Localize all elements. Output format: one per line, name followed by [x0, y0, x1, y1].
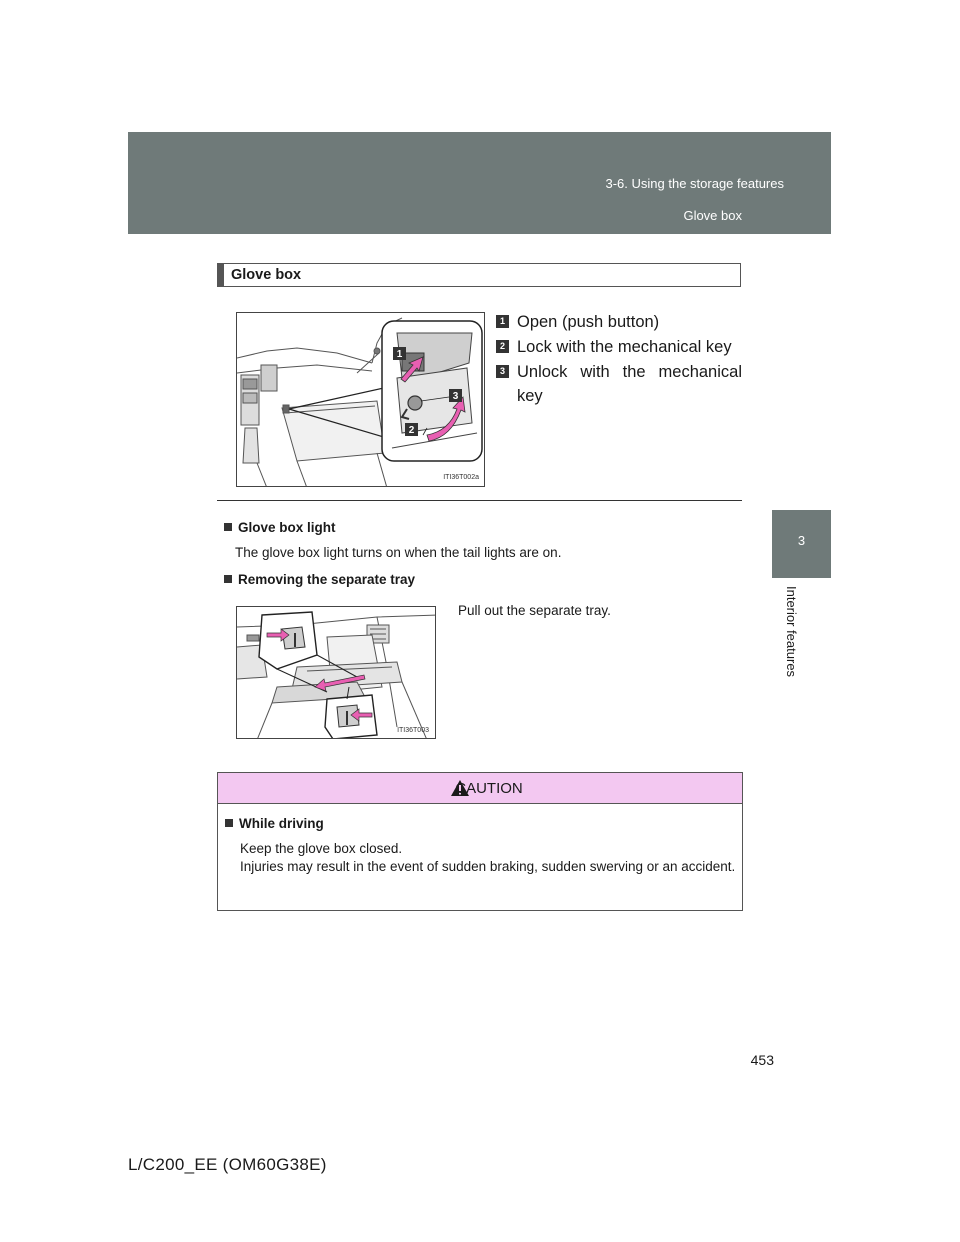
callout-3-marker: 3 — [449, 389, 462, 402]
footer-model-code: L/C200_EE (OM60G38E) — [128, 1155, 327, 1174]
note-title: Removing the separate tray — [238, 572, 416, 587]
push-arrow — [400, 356, 424, 383]
caution-box: CAUTION While driving Keep the glove box… — [217, 772, 743, 911]
callout-item-lock: 2 Lock with the mechanical key — [496, 335, 742, 359]
callout-number: 2 — [496, 340, 509, 353]
callout-item-open: 1 Open (push button) — [496, 310, 742, 334]
note-title: Glove box light — [238, 520, 336, 535]
page-number: 453 — [750, 1052, 774, 1068]
note-heading-tray: Removing the separate tray — [224, 572, 415, 587]
caution-body: While driving Keep the glove box closed.… — [225, 815, 738, 876]
chapter-tab-label: Interior features — [784, 586, 799, 678]
chapter-tab — [772, 510, 831, 578]
svg-text:2: 2 — [409, 425, 415, 436]
section-heading: Glove box — [217, 263, 741, 287]
chapter-tab-label-wrap: Interior features — [783, 586, 803, 686]
callout-text: Unlock with the mechanical key — [517, 363, 742, 405]
separate-tray-figure: ITI36T003 — [236, 606, 436, 739]
header-band — [128, 132, 831, 234]
tray-arrow-icon — [350, 708, 373, 722]
section-heading-bar — [218, 264, 224, 286]
section-heading-title: Glove box — [231, 267, 302, 283]
note-body-tray: Pull out the separate tray. — [458, 603, 611, 618]
unlock-arrow — [426, 396, 466, 442]
caution-line-2: Injuries may result in the event of sudd… — [240, 859, 736, 874]
separate-tray-illustration — [237, 611, 435, 738]
caution-title: CAUTION — [455, 780, 523, 797]
svg-text:3: 3 — [453, 391, 459, 402]
callout-2-marker: 2 — [405, 423, 418, 436]
square-bullet-icon — [224, 575, 232, 583]
svg-text:1: 1 — [397, 349, 403, 360]
caution-header: CAUTION — [218, 773, 742, 804]
tray-arrow-icon — [266, 628, 290, 642]
callout-text: Lock with the mechanical key — [517, 338, 732, 356]
pull-arrow-icon — [314, 674, 366, 692]
square-bullet-icon — [225, 819, 233, 827]
warning-triangle-icon — [451, 780, 469, 796]
glove-box-illustration: 1 3 2 — [237, 317, 483, 486]
callout-list: 1 Open (push button) 2 Lock with the mec… — [496, 310, 742, 409]
header-section-title: 3-6. Using the storage features — [605, 176, 785, 191]
figure1-caption: ITI36T002a — [443, 474, 479, 481]
caution-line-1: Keep the glove box closed. — [240, 841, 403, 856]
caution-subtitle: While driving — [239, 816, 324, 831]
glove-box-figure: 1 3 2 ITI36T002a — [236, 312, 485, 487]
callout-number: 1 — [496, 315, 509, 328]
callout-number: 3 — [496, 365, 509, 378]
callout-1-marker: 1 — [393, 347, 406, 360]
caution-subheading: While driving — [225, 815, 738, 833]
callout-item-unlock: 3 Unlock with the mechanical key — [496, 360, 742, 408]
header-subsection-title: Glove box — [683, 208, 742, 223]
square-bullet-icon — [224, 523, 232, 531]
note-heading-light: Glove box light — [224, 520, 336, 535]
callout-text: Open (push button) — [517, 313, 660, 331]
note-body-light: The glove box light turns on when the ta… — [235, 545, 562, 560]
section-divider — [217, 500, 742, 501]
chapter-tab-number: 3 — [797, 533, 806, 548]
figure2-caption: ITI36T003 — [397, 727, 429, 734]
